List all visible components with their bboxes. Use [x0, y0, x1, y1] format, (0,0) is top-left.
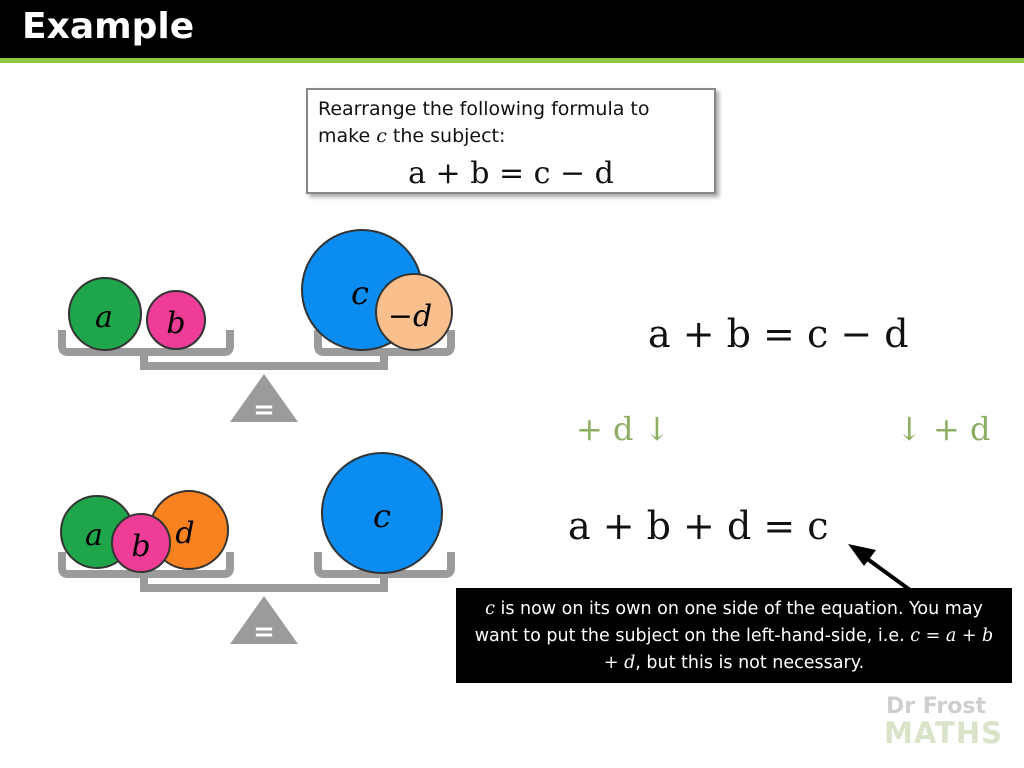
- bottom-right-pan: c: [314, 452, 455, 578]
- bottom-fulcrum: [230, 596, 298, 644]
- ball-neg-d-label: −d: [388, 299, 432, 334]
- bottom-left-pan: a d b: [58, 490, 234, 578]
- question-subject-var: c: [376, 125, 387, 147]
- slide-title: Example: [22, 6, 195, 47]
- question-text: Rearrange the following formula to make …: [318, 96, 708, 150]
- logo-line1: Dr Frost: [886, 694, 986, 719]
- question-line1: Rearrange the following formula to: [318, 98, 650, 120]
- equation-start: a + b = c − d: [648, 312, 909, 356]
- equation-result: a + b + d = c: [568, 504, 829, 548]
- ball-c-label: c: [351, 274, 369, 312]
- ball-neg-d: [375, 273, 453, 351]
- pointer-arrow-shaft: [860, 553, 912, 592]
- ball-d-label: d: [175, 516, 194, 551]
- ball-b-label: b: [131, 529, 150, 564]
- ball-b: [111, 513, 171, 573]
- title-accent-line: [0, 58, 1024, 63]
- ball-b-label: b: [166, 306, 185, 341]
- top-fulcrum-symbol: =: [253, 395, 275, 425]
- step-right-add-d: ↓ + d: [896, 410, 991, 448]
- logo-line2: MATHS: [884, 716, 1003, 750]
- note-equation: c = a + b + d: [603, 626, 994, 673]
- ball-a: [68, 277, 142, 351]
- bottom-beam: [140, 574, 388, 592]
- top-left-pan: a b: [58, 277, 234, 356]
- bottom-balance-scale: a d b c =: [58, 452, 455, 647]
- dr-frost-maths-logo: Dr Frost MATHS: [884, 694, 1006, 750]
- explanation-note: c is now on its own on one side of the e…: [456, 588, 1012, 683]
- question-line2-suffix: the subject:: [386, 125, 506, 147]
- ball-c-label: c: [373, 497, 391, 535]
- ball-a-label: a: [95, 300, 113, 335]
- question-equation: a + b = c − d: [408, 156, 614, 191]
- top-balance-scale: a b c −d =: [58, 229, 455, 425]
- note-text-2: , but this is not necessary.: [635, 653, 865, 673]
- question-box: Rearrange the following formula to make …: [306, 88, 716, 194]
- step-left-add-d: + d ↓: [576, 410, 671, 448]
- ball-a-label: a: [85, 518, 103, 553]
- top-fulcrum: [230, 374, 298, 422]
- bottom-fulcrum-symbol: =: [253, 617, 275, 647]
- top-beam: [140, 352, 388, 370]
- pointer-arrow-head: [848, 544, 876, 566]
- title-bar: Example: [0, 0, 1024, 58]
- top-right-pan: c −d: [301, 229, 455, 356]
- pointer-arrow: [848, 544, 912, 592]
- note-subject-var: c: [485, 599, 495, 619]
- ball-b: [146, 290, 206, 350]
- note-text-1: is now on its own on one side of the equ…: [474, 599, 983, 646]
- question-line2-prefix: make: [318, 125, 377, 147]
- ball-c: [321, 452, 443, 574]
